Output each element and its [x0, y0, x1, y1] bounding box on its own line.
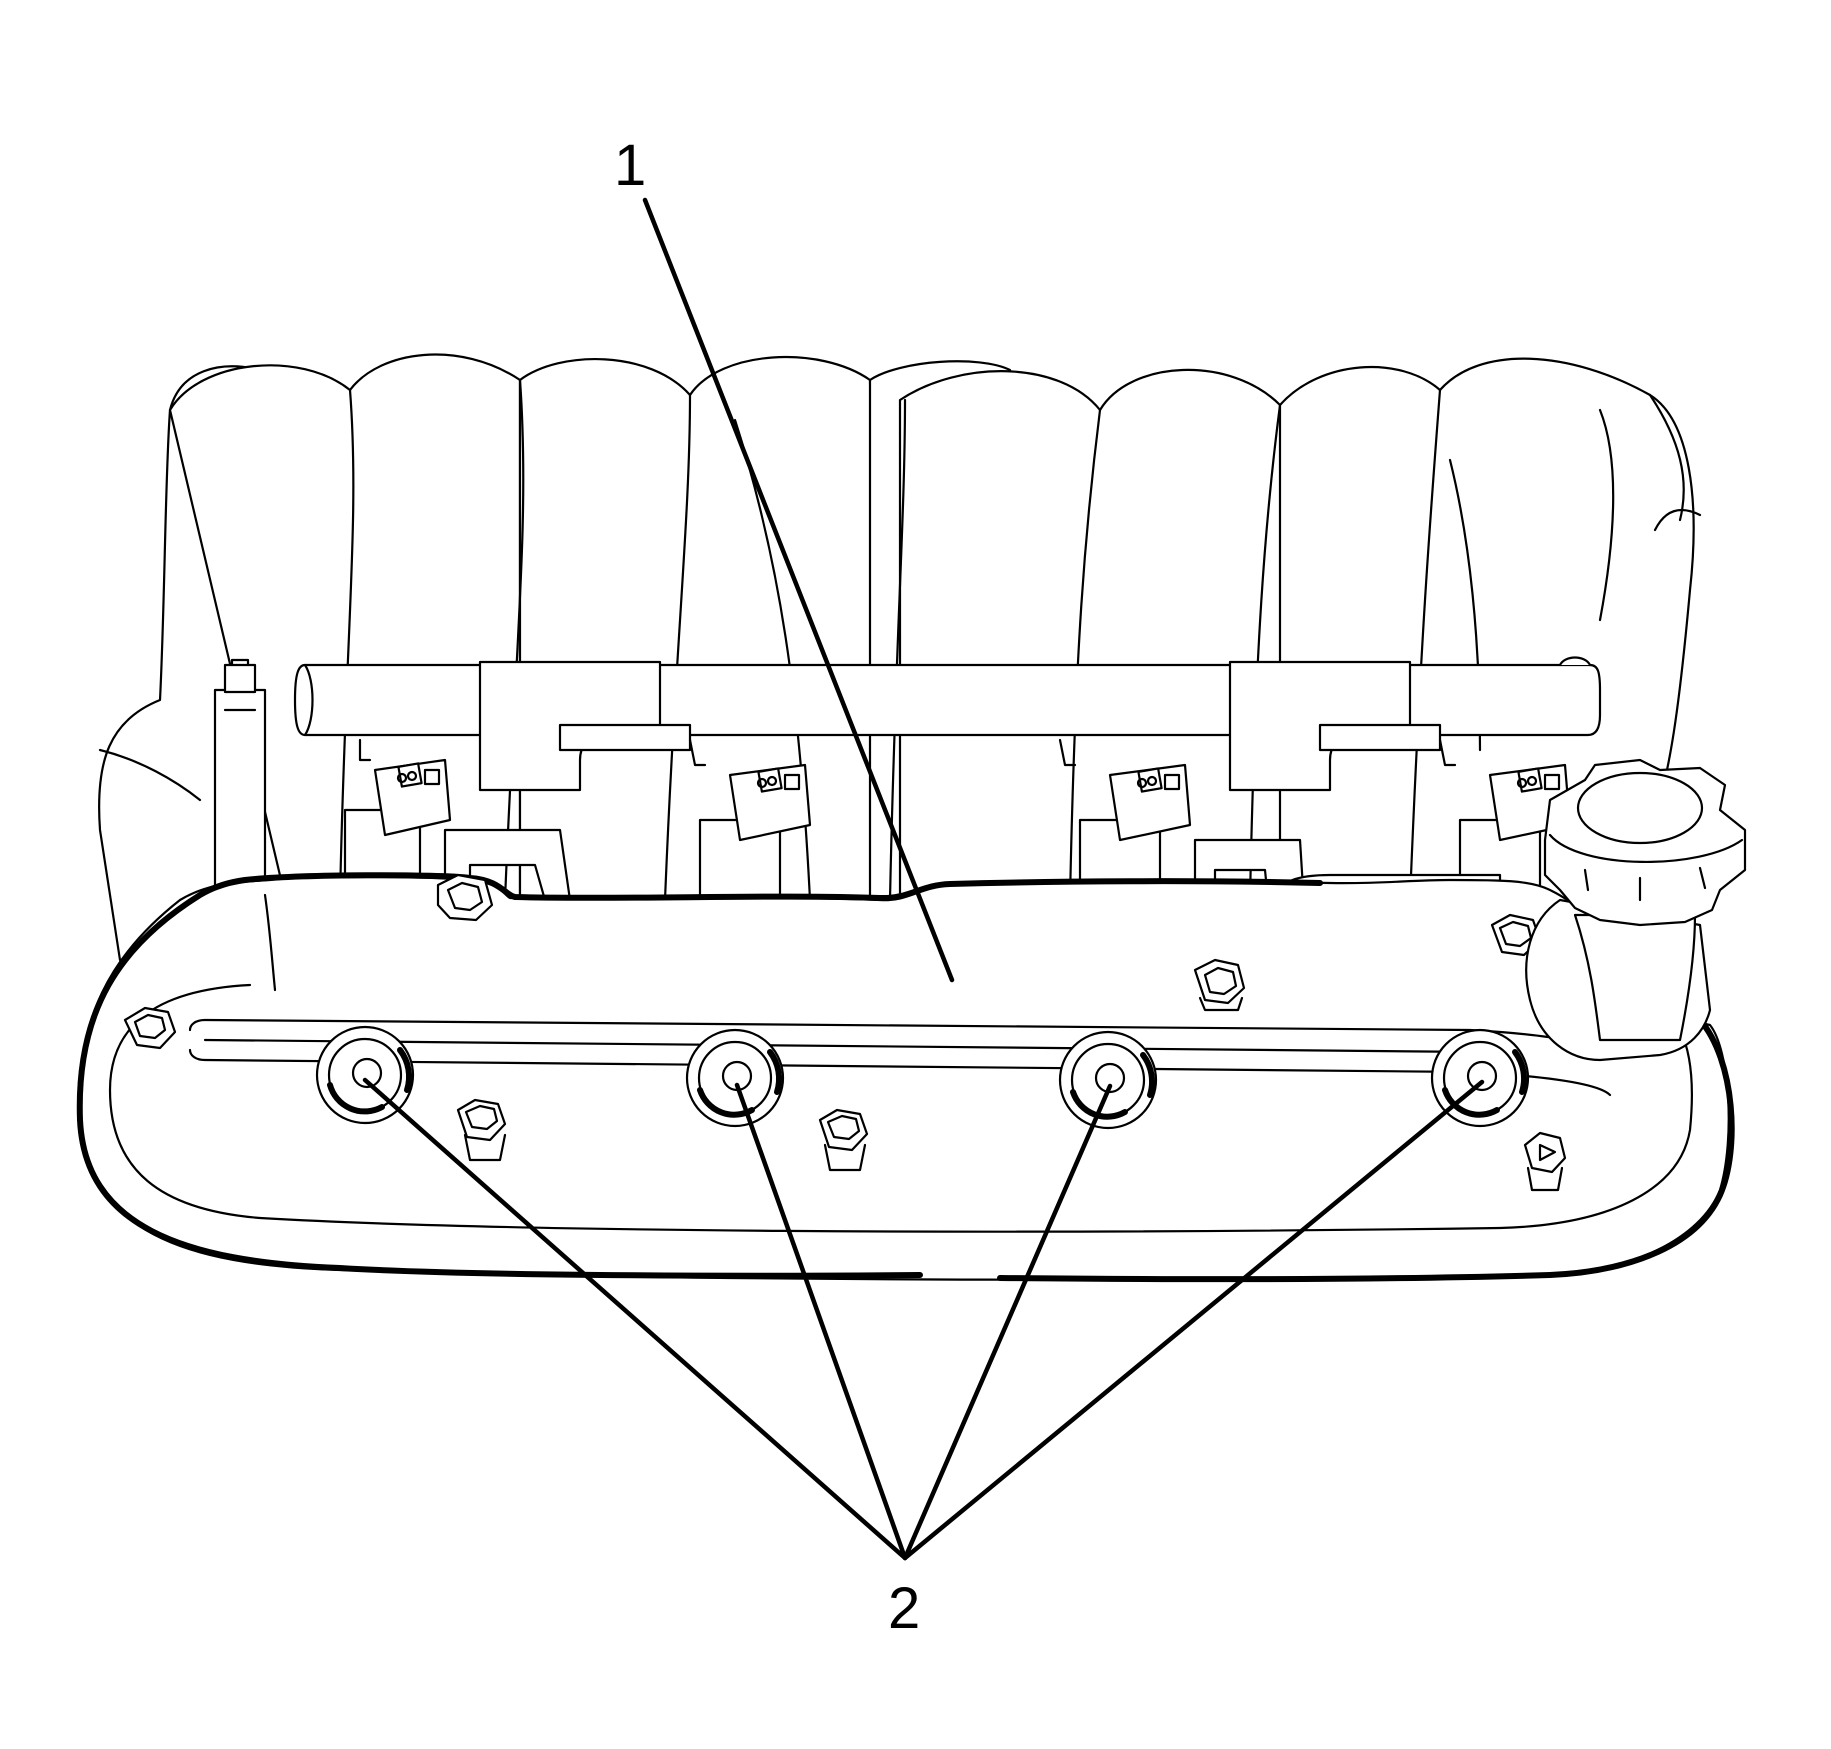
leader-line-item-2a	[362, 1077, 908, 1561]
oil-filler-cap	[1525, 758, 1747, 1062]
grommet-2	[685, 1028, 785, 1128]
valve-cover	[76, 872, 1735, 1283]
hex-bolt	[436, 873, 494, 922]
callout-2: 2	[888, 1576, 920, 1641]
hex-bolt	[123, 1006, 177, 1050]
leader-line-item-2b	[734, 1082, 908, 1561]
hex-bolts	[123, 873, 1567, 1192]
hex-bolt	[1193, 958, 1246, 1012]
leader-line-item-2c	[902, 1083, 1113, 1561]
callout-1: 1	[614, 133, 646, 198]
leader-lines	[362, 197, 1485, 1561]
hex-bolt	[818, 1108, 869, 1172]
grommet-3	[1058, 1030, 1158, 1130]
hex-bolt	[456, 1098, 507, 1162]
leader-line-item-1	[642, 197, 955, 983]
fuel-rail	[293, 656, 1602, 792]
hex-bolt	[1523, 1131, 1567, 1192]
leader-line-item-2d	[902, 1079, 1485, 1561]
